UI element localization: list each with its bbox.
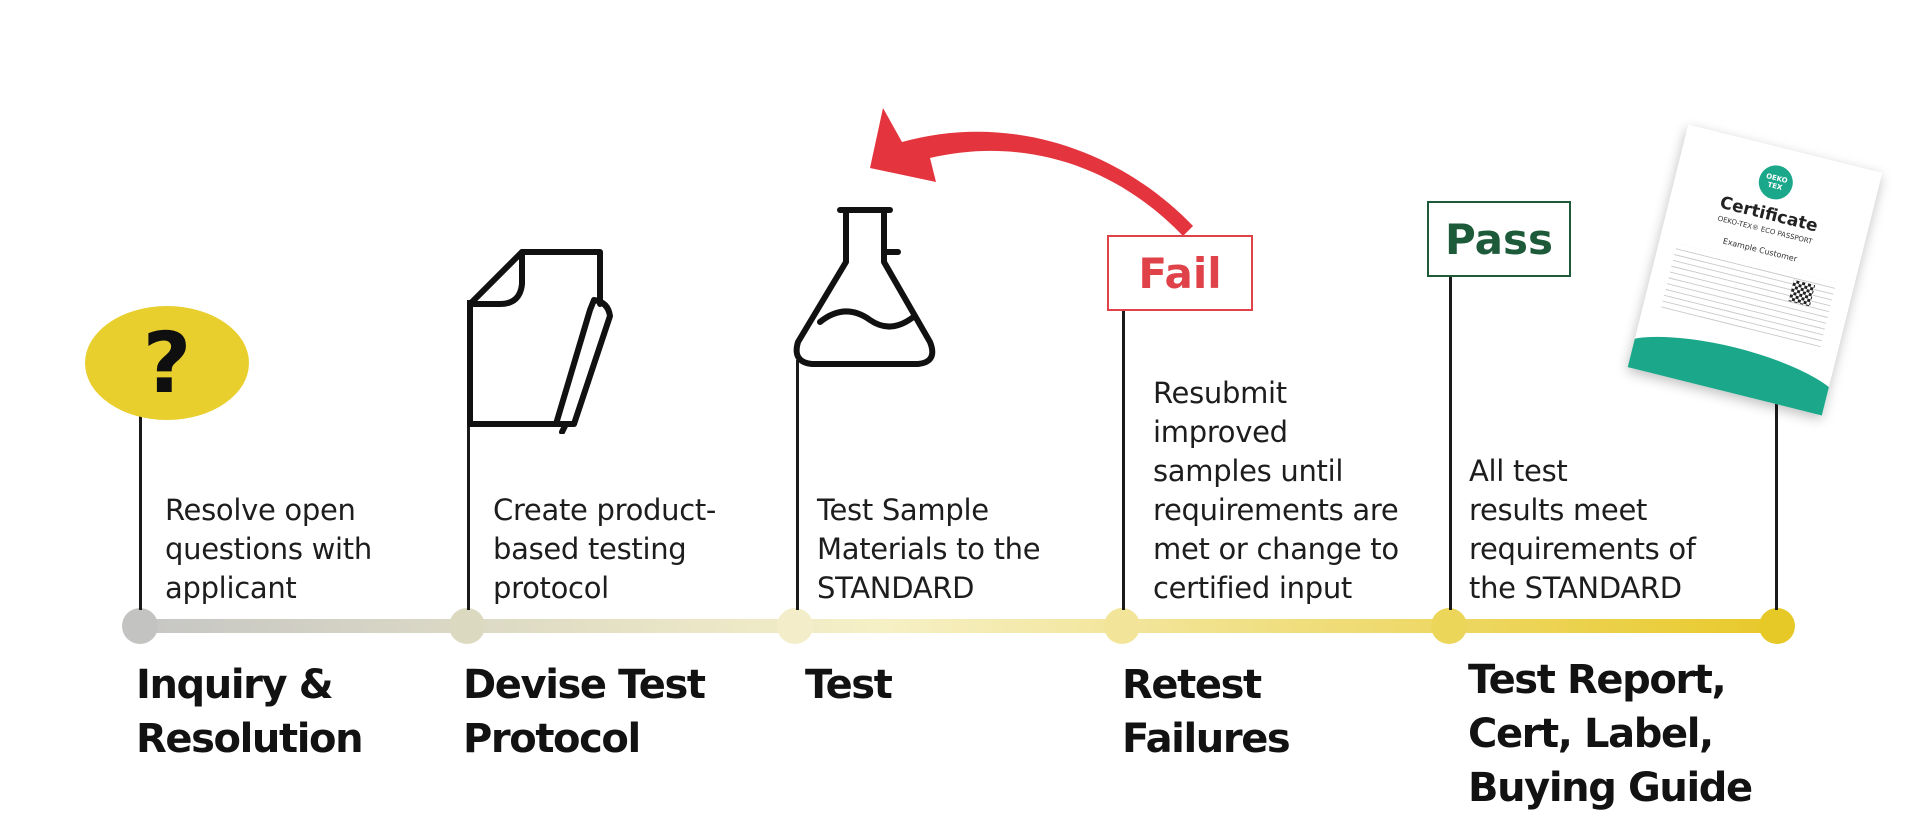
step-4-description: Resubmit improved samples until requirem… [1153, 376, 1399, 605]
timeline-node-1 [122, 608, 158, 644]
step-2-title: Devise Test Protocol [463, 662, 706, 762]
pass-label: Pass [1445, 214, 1553, 264]
timeline-node-2 [449, 608, 485, 644]
step-1-title: Inquiry & Resolution [136, 662, 364, 762]
timeline-node-5 [1431, 608, 1467, 644]
question-mark-icon: ? [85, 306, 249, 420]
timeline-node-3 [777, 608, 813, 644]
fail-badge: Fail [1107, 235, 1253, 311]
timeline-node-6 [1759, 608, 1795, 644]
connector-line-1 [139, 410, 142, 610]
step-1-description: Resolve open questions with applicant [165, 493, 372, 605]
step-5-title: Test Report, Cert, Label, Buying Guide [1468, 657, 1753, 811]
retest-arrow [870, 108, 1193, 236]
connector-line-2 [467, 300, 470, 610]
timeline-track [140, 619, 1780, 633]
step-3-description: Test Sample Materials to the STANDARD [817, 493, 1041, 605]
timeline-node-4 [1104, 608, 1140, 644]
connector-line-5 [1449, 276, 1452, 610]
question-symbol: ? [142, 314, 192, 412]
connector-line-4 [1122, 310, 1125, 610]
document-pen-icon [467, 249, 613, 434]
step-4-title: Retest Failures [1122, 662, 1291, 762]
flask-icon [793, 207, 936, 367]
pass-badge: Pass [1427, 201, 1571, 277]
connector-line-3 [796, 360, 799, 610]
connector-line-6 [1775, 400, 1778, 610]
certificate-logo: OEKO TEX [1755, 161, 1797, 204]
step-5-description: All test results meet requirements of th… [1469, 454, 1696, 605]
fail-label: Fail [1138, 248, 1222, 298]
step-2-description: Create product- based testing protocol [493, 493, 717, 605]
step-3-title: Test [805, 662, 893, 708]
